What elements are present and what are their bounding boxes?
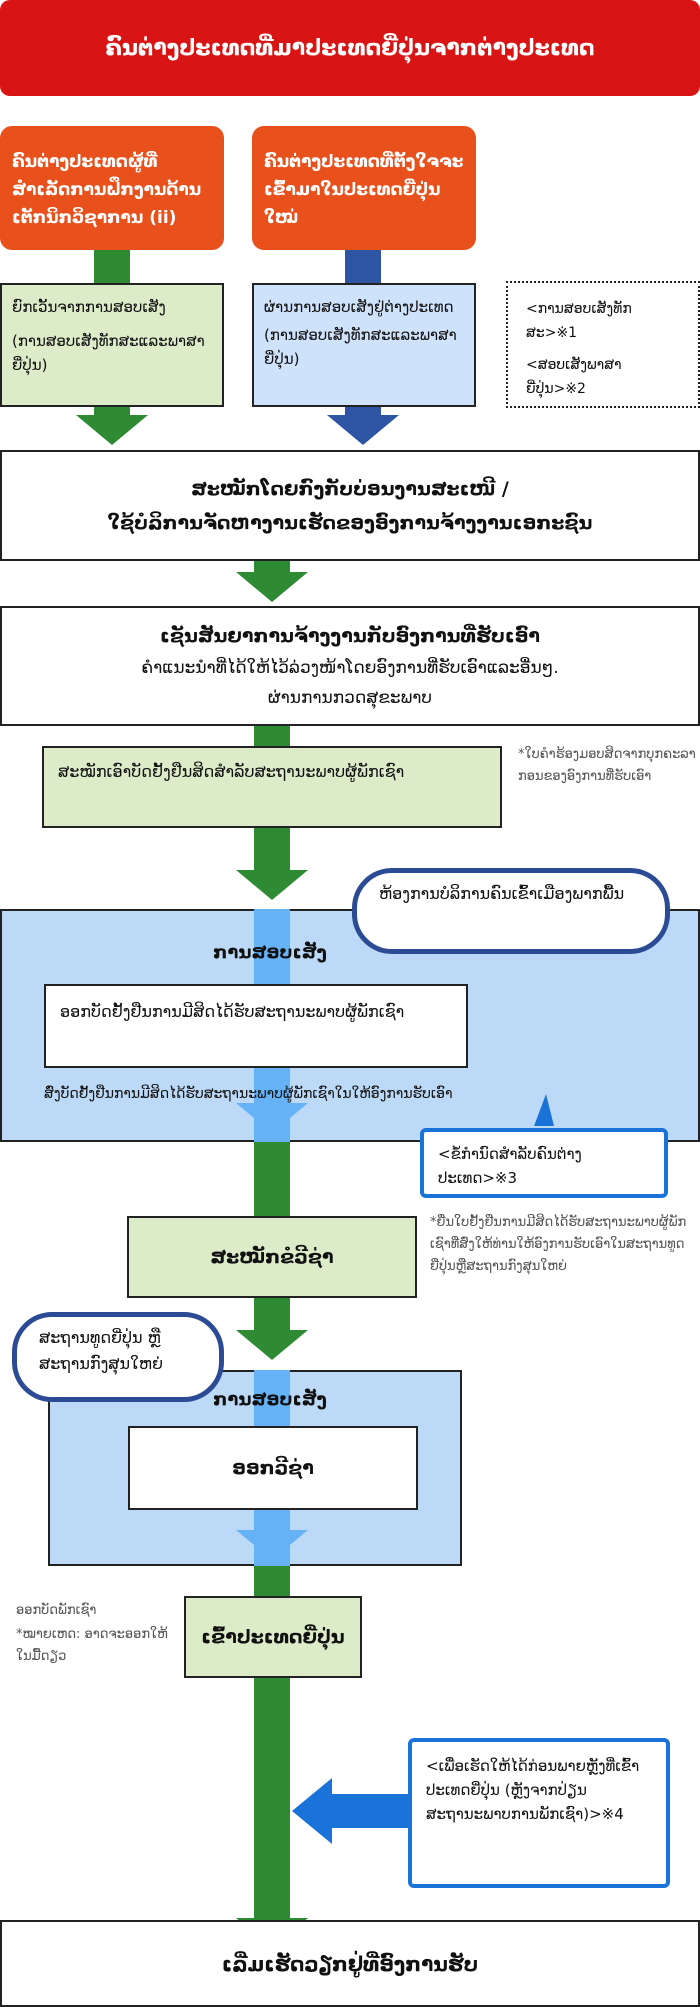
arrow-down-icon <box>236 572 308 602</box>
contract-step-box: ເຊັນສັນຍາການຈ້າງງານກັບອົງການທີ່ຮັບເອົາ ຄ… <box>0 606 700 726</box>
exam-legend-box: <ການສອບເສັງທັກສະ>※1 <ສອບເສັງພາສາຍີ່ປຸ່ນ>… <box>506 281 700 408</box>
exam-exempt-box: ຍົກເວັ້ນຈາກການສອບເສັງ (ການສອບເສັງທັກສະແລ… <box>0 283 224 407</box>
exam-exempt-label: ຍົກເວັ້ນຈາກການສອບເສັງ <box>12 298 166 316</box>
flow-bar-right <box>345 250 381 283</box>
route-header-new-entrant: ຄົນຕ່າງປະເທດທີ່ຕັ້ງໃຈຈະເຂົ້າມາໃນປະເທດຍີ່… <box>252 126 476 250</box>
entry-note-same-day: *ໝາຍເຫດ: ອາດຈະອອກໃຫ້ໃນມື້ດຽວ <box>16 1627 168 1664</box>
arrow-down-icon <box>236 870 308 900</box>
visa-apply-note: *ຍື່ນໃບຢັ້ງຢືນການມີສິດໄດ້ຮັບສະຖານະພາບຜູ້… <box>430 1215 687 1274</box>
arrow-down-icon <box>76 415 148 445</box>
screening-1-label: ການສອບເສັງ <box>213 942 327 963</box>
apply-step-line1: ສະໝັກໂດຍກົງກັບບ່ອນງານສະເໜີ / <box>191 477 509 500</box>
arrow-down-icon <box>327 415 399 445</box>
flow-bar-left-2 <box>94 407 130 415</box>
flow-bar-right-2 <box>345 407 381 415</box>
arrow-left-icon <box>292 1778 412 1844</box>
visa-apply-box: ສະໝັກຂໍວີຊ່າ <box>127 1216 417 1298</box>
entry-japan-box: ເຂົ້າປະເທດຍີ່ປຸ່ນ <box>184 1596 362 1678</box>
contract-step-line3: ຜ່ານການກວດສຸຂະພາບ <box>267 688 433 708</box>
entry-note-residence-card: ອອກບັດພັກເຊົາ <box>16 1603 97 1618</box>
embassy-pill: ສະຖານທູດຍີ່ປຸ່ນ ຫຼື ສະຖານກົງສຸນໃຫຍ່ <box>12 1312 224 1402</box>
start-work-box: ເລີ່ມເຮັດວຽກຢູ່ທີ່ອົງການຮັບ <box>0 1920 700 2007</box>
flow-bar-main <box>254 1678 290 1918</box>
foreigner-guide-callout: <ຂໍ້ກຳນົດສຳລັບຄົນຕ່າງປະເທດ>※3 <box>420 1128 668 1198</box>
screening-2-label: ການສອບເສັງ <box>213 1389 327 1410</box>
coe-send-note: ສົ່ງບັດຢັ້ງຢືນການມີສິດໄດ້ຮັບສະຖານະພາບຜູ້… <box>44 1086 453 1102</box>
route-header-technical-intern: ຄົນຕ່າງປະເທດຜູ້ທີ່ສຳເລັດການຝຶກງານດ້ານເຕັ… <box>0 126 224 250</box>
exam-exempt-note: (ການສອບເສັງທັກສະແລະພາສາຍີ່ປຸ່ນ) <box>12 332 205 374</box>
immigration-bureau-pill: ຫ້ອງການບໍລິການຄົນເຂົ້າເມືອງພາກພື້ນ <box>352 868 670 954</box>
flow-bar-main <box>254 561 290 572</box>
apply-step-box: ສະໝັກໂດຍກົງກັບບ່ອນງານສະເໜີ / ໃຊ້ບໍລິການຈ… <box>0 450 700 561</box>
contract-step-line2: ຄຳແນະນຳທີ່ໄດ້ໃຫ້ໄວ້ລ່ວງໜ້າໂດຍອົງການທີ່ຮັ… <box>141 658 559 678</box>
flow-bar-main <box>254 1142 290 1216</box>
contract-step-line1: ເຊັນສັນຍາການຈ້າງງານກັບອົງການທີ່ຮັບເອົາ <box>160 625 540 647</box>
coe-apply-note: *ໃບຄຳຮ້ອງມອບສິດຈາກບຸກຄະລາກອນຂອງອົງການທີ່… <box>518 747 696 784</box>
flow-bar-left <box>94 250 130 283</box>
flow-bar-main <box>254 1566 290 1596</box>
exam-legend-language: <ສອບເສັງພາສາຍີ່ປຸ່ນ>※2 <box>526 357 622 397</box>
apply-step-line2: ໃຊ້ບໍລິການຈັດຫາງານເຮັດຂອງອົງການຈ້າງງານເອ… <box>107 511 593 534</box>
flow-bar-main <box>254 1298 290 1330</box>
coe-apply-box: ສະໝັກເອົາບັດຢັ້ງຢືນສິດສຳລັບສະຖານະພາບຜູ້ພ… <box>42 746 502 828</box>
coe-issue-box: ອອກບັດຢັ້ງຢືນການມີສິດໄດ້ຮັບສະຖານະພາບຜູ້ພ… <box>44 984 468 1068</box>
callout-pointer <box>534 1094 554 1126</box>
arrow-down-icon <box>236 1103 308 1133</box>
arrow-down-icon <box>236 1330 308 1360</box>
exam-abroad-note: (ການສອບເສັງທັກສະແລະພາສາຍີ່ປຸ່ນ) <box>264 326 457 368</box>
exam-abroad-box: ຜ່ານການສອບເສັງຢູ່ຕ່າງປະເທດ (ການສອບເສັງທັ… <box>252 283 476 407</box>
post-entry-procedure-callout: <ເພື່ອເຮັດໃຫ້ໄດ້ກ່ອນພາຍຫຼັງທີ່ເຂົ້າປະເທດ… <box>408 1738 670 1888</box>
page-title: ຄົນຕ່າງປະເທດທີ່ມາປະເທດຍີ່ປຸ່ນຈາກຕ່າງປະເທ… <box>0 0 700 96</box>
arrow-down-icon <box>236 1530 308 1560</box>
exam-legend-skills: <ການສອບເສັງທັກສະ>※1 <box>526 301 632 341</box>
exam-abroad-label: ຜ່ານການສອບເສັງຢູ່ຕ່າງປະເທດ <box>264 298 454 316</box>
visa-issue-box: ອອກວີຊ່າ <box>128 1426 418 1510</box>
